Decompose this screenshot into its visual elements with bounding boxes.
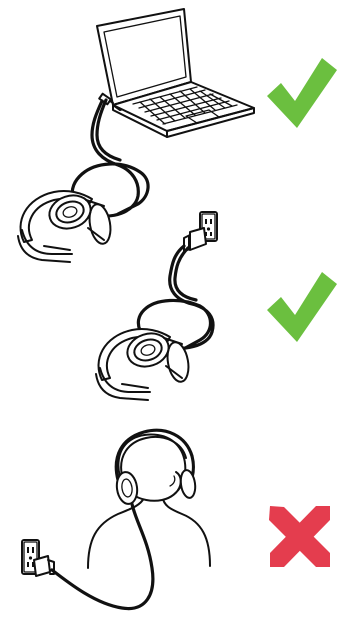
- row-wall-charging: [95, 211, 337, 401]
- usb-cable: [70, 92, 150, 218]
- cross-icon: [269, 506, 330, 567]
- headphones-icon: [114, 428, 197, 505]
- headphones-icon: [95, 327, 190, 401]
- power-cable: [50, 502, 155, 611]
- power-cable: [136, 244, 215, 354]
- laptop-icon: [96, 8, 255, 138]
- checkmark-icon: [267, 272, 337, 342]
- row-laptop-charging: [17, 8, 337, 263]
- headphones-icon: [17, 189, 112, 263]
- checkmark-icon: [267, 58, 337, 128]
- row-wearing-charging: [21, 428, 330, 611]
- power-adapter-icon: [33, 555, 55, 577]
